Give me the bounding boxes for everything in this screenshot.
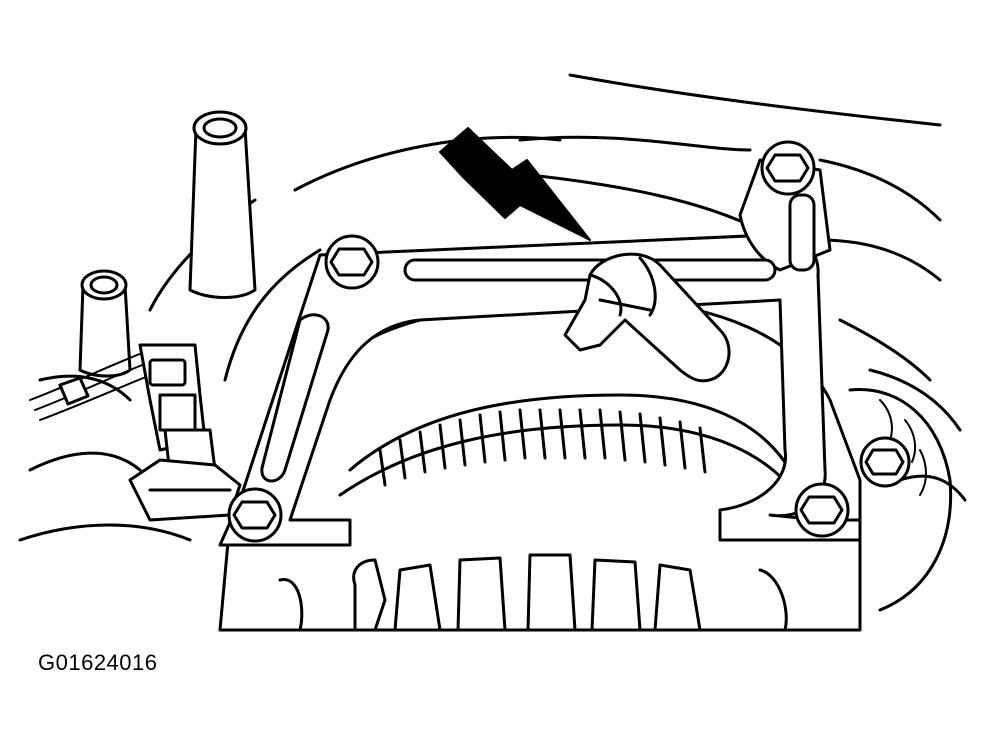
coolant-pipe-large bbox=[188, 110, 257, 299]
bolt-top-right bbox=[760, 140, 816, 196]
bolt-bottom-right bbox=[794, 482, 850, 538]
coolant-temp-sensor bbox=[128, 343, 242, 522]
coolant-pipe-small bbox=[78, 269, 132, 378]
bolt-far-right bbox=[859, 436, 911, 488]
engine-illustration bbox=[18, 73, 967, 632]
alternator-connector bbox=[563, 252, 731, 383]
bolt-bottom-left bbox=[227, 487, 283, 543]
sensor-wire bbox=[29, 349, 159, 421]
figure-id-label: G01624016 bbox=[38, 650, 158, 675]
pulley bbox=[848, 388, 953, 612]
arrow-icon bbox=[439, 127, 591, 241]
mounting-bracket bbox=[218, 158, 862, 547]
bolt-top-left bbox=[324, 234, 380, 290]
engine-background bbox=[18, 73, 967, 542]
